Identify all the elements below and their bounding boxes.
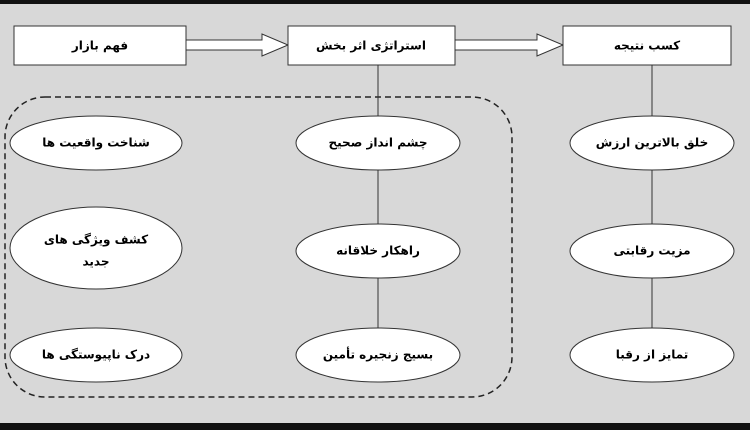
- bottom-border: [0, 423, 750, 430]
- ellipse-right-vision: چشم انداز صحیح: [295, 115, 461, 171]
- ellipse-label: شناخت واقعیت ها: [42, 136, 150, 151]
- arrow-right-icon: [185, 33, 290, 57]
- ellipse-label: راهکار خلاقانه: [336, 244, 420, 258]
- box-label: استراتژی اثر بخش: [316, 39, 426, 53]
- ellipse-creative-solution: راهکار خلاقانه: [295, 223, 461, 279]
- box-label: فهم بازار: [71, 39, 128, 53]
- top-border: [0, 0, 750, 4]
- ellipse-highest-value: خلق بالاترین ارزش: [569, 115, 735, 171]
- ellipse-understand-discontinuities: درک ناپیوستگی ها: [9, 327, 183, 383]
- ellipse-label: خلق بالاترین ارزش: [596, 136, 708, 150]
- box-achieve-result: کسب نتیجه: [562, 25, 732, 66]
- ellipse-supply-chain: بسیج زنجیره تأمین: [295, 327, 461, 383]
- ellipse-label: درک ناپیوستگی ها: [42, 348, 150, 363]
- arrow-right-icon: [454, 33, 565, 57]
- ellipse-label: تمایز از رقبا: [616, 348, 689, 362]
- box-label: کسب نتیجه: [614, 39, 680, 53]
- box-effective-strategy: استراتژی اثر بخش: [287, 25, 456, 66]
- ellipse-label: جدید: [82, 255, 109, 269]
- ellipse-label: کشف ویژگی های: [44, 233, 148, 248]
- box-market-understanding: فهم بازار: [13, 25, 187, 66]
- ellipse-competitive-advantage: مزیت رقابتی: [569, 223, 735, 279]
- ellipse-label: بسیج زنجیره تأمین: [323, 347, 433, 362]
- ellipse-know-realities: شناخت واقعیت ها: [9, 115, 183, 171]
- ellipse-label: چشم انداز صحیح: [329, 136, 428, 150]
- ellipse-label: مزیت رقابتی: [613, 244, 690, 258]
- ellipse-differentiation: تمایز از رقبا: [569, 327, 735, 383]
- dashed-group-outline: [4, 96, 513, 398]
- ellipse-discover-features: کشف ویژگی های جدید: [9, 206, 183, 290]
